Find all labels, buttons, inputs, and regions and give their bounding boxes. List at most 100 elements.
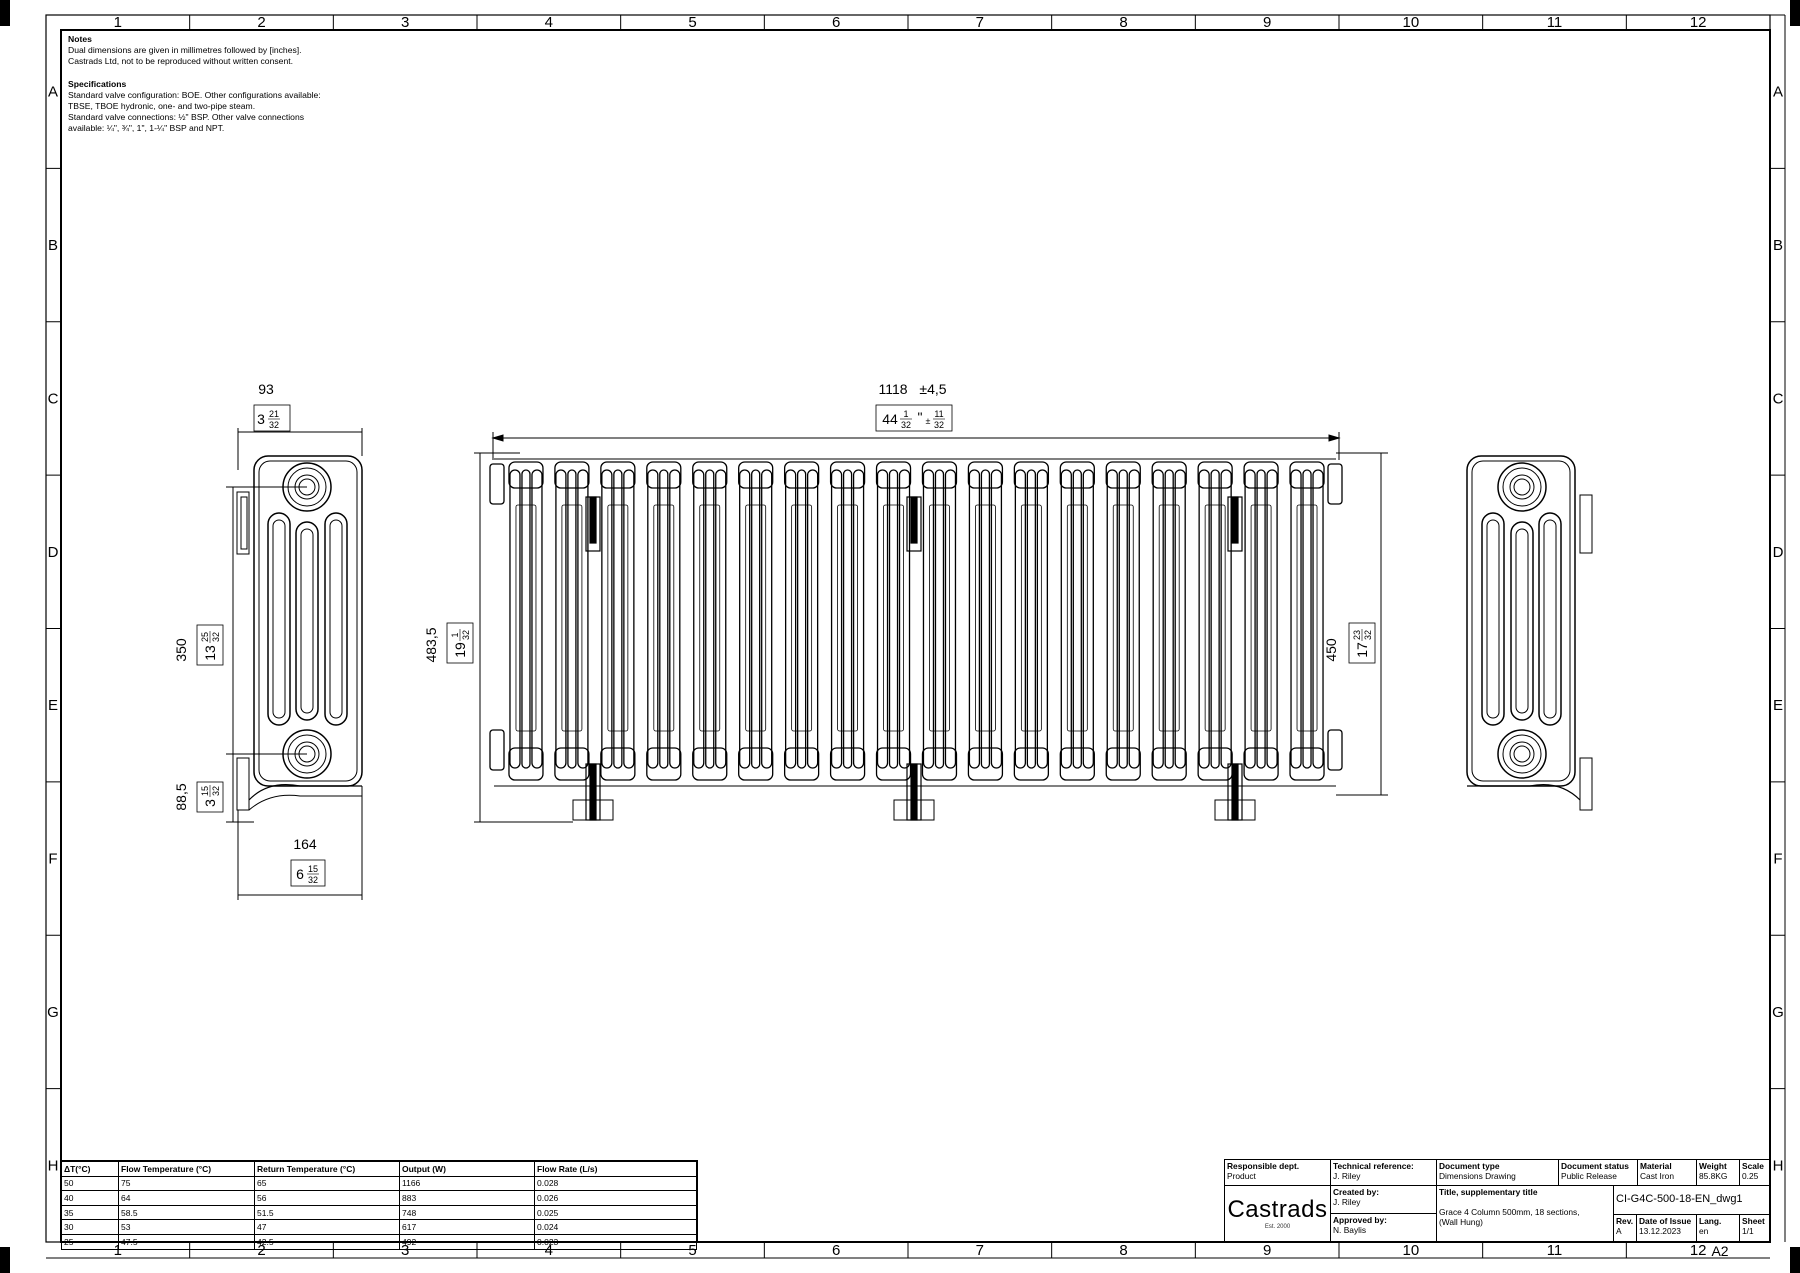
responsible-dept-value: Product — [1227, 1171, 1256, 1181]
grid-row-label-right: F — [1773, 851, 1782, 868]
language-cell: Lang. en — [1696, 1214, 1740, 1242]
table-cell: 42.5 — [254, 1233, 400, 1250]
radiator-section — [921, 461, 958, 781]
col-header: ΔT(°C) — [61, 1161, 119, 1177]
table-cell: 65 — [254, 1175, 400, 1192]
grid-row-label-left: C — [48, 390, 59, 407]
side-view-dimensions — [226, 428, 363, 900]
grid-col-label-top: 7 — [976, 14, 984, 31]
radiator-section — [692, 461, 728, 781]
grid-col-label-top: 1 — [114, 14, 122, 31]
svg-text:23: 23 — [1352, 630, 1362, 640]
svg-text:32: 32 — [1363, 630, 1373, 640]
weight-cell: Weight 85.8KG — [1696, 1159, 1740, 1186]
radiator-section — [646, 461, 682, 781]
table-cell: 53 — [118, 1219, 255, 1235]
grid-col-label-top: 2 — [257, 14, 265, 31]
svg-text:6: 6 — [296, 866, 304, 882]
table-cell: 58.5 — [118, 1204, 255, 1221]
dim-length-mm: 1118 — [878, 381, 907, 397]
table-cell: 47.5 — [118, 1233, 255, 1250]
svg-text:21: 21 — [269, 409, 279, 419]
grid-row-label-left: B — [48, 237, 58, 254]
grid-col-label-top: 9 — [1263, 14, 1271, 31]
col-header: Flow Temperature (°C) — [118, 1161, 255, 1177]
radiator-section — [1059, 461, 1095, 781]
material-cell: Material Cast Iron — [1637, 1159, 1697, 1186]
dim-side-height-inch: 13 25 32 — [196, 624, 224, 666]
table-row: 35 58.5 51.5 748 0.025 — [61, 1204, 697, 1221]
grid-col-label-bottom: 1 — [114, 1242, 122, 1259]
notes-block: Notes Dual dimensions are given in milli… — [68, 34, 358, 135]
paper-size: A2 — [1711, 1243, 1729, 1259]
svg-text:13: 13 — [202, 645, 218, 661]
table-row: 40 64 56 883 0.026 — [61, 1190, 697, 1206]
dim-side-foot-mm: 88,5 — [173, 783, 189, 810]
table-cell: 64 — [118, 1190, 255, 1206]
dim-side-width-inch: 3 21 32 — [253, 404, 291, 432]
document-status-cell: Document status Public Release — [1558, 1159, 1638, 1186]
technical-reference-cell: Technical reference: J. Riley — [1330, 1159, 1437, 1186]
table-cell: 0.025 — [534, 1204, 697, 1221]
grid-col-label-bottom: 7 — [976, 1242, 984, 1259]
document-type-cell: Document type Dimensions Drawing — [1436, 1159, 1559, 1186]
table-cell: 35 — [61, 1204, 119, 1221]
corner-mark-br — [1790, 1247, 1800, 1273]
spec-line: TBSE, TBOE hydronic, one- and two-pipe s… — [68, 101, 256, 112]
svg-text:17: 17 — [1354, 642, 1370, 658]
document-type-value: Dimensions Drawing — [1439, 1171, 1516, 1181]
table-cell: 25 — [61, 1233, 119, 1250]
corner-mark-tr — [1790, 0, 1800, 26]
table-cell: 75 — [118, 1175, 255, 1192]
table-cell: 748 — [399, 1204, 535, 1221]
notes-heading: Notes — [68, 34, 92, 44]
table-cell: 40 — [61, 1190, 119, 1206]
svg-text:19: 19 — [452, 642, 468, 658]
company-est: Est. 2000 — [1264, 1224, 1291, 1230]
svg-text:32: 32 — [901, 420, 911, 430]
performance-table-wrap: ΔT(°C) Flow Temperature (°C) Return Temp… — [61, 1161, 697, 1250]
table-cell: 492 — [399, 1233, 535, 1250]
table-cell: 1166 — [399, 1175, 535, 1192]
grid-col-label-top: 12 — [1690, 14, 1707, 31]
side-view-right — [1466, 455, 1593, 811]
grid-col-label-bottom: 12 — [1690, 1242, 1707, 1259]
svg-text:3: 3 — [257, 411, 265, 427]
table-cell: 47 — [254, 1219, 400, 1235]
rev-value: A — [1616, 1226, 1622, 1236]
table-row: 30 53 47 617 0.024 — [61, 1219, 697, 1235]
table-cell: 50 — [61, 1175, 119, 1192]
grid-row-label-right: B — [1773, 237, 1783, 254]
technical-reference-value: J. Riley — [1333, 1171, 1361, 1181]
sheet-cell: Sheet 1/1 — [1739, 1214, 1770, 1242]
date-of-issue-value: 13.12.2023 — [1639, 1226, 1681, 1236]
svg-text:±: ± — [926, 416, 931, 426]
dim-section-height-inch: 17 23 32 — [1348, 622, 1376, 664]
radiator-section — [1151, 461, 1187, 781]
scale-cell: Scale 0.25 — [1739, 1159, 1770, 1186]
svg-text:44: 44 — [882, 411, 898, 427]
radiator-section — [554, 461, 590, 781]
weight-value: 85.8KG — [1699, 1171, 1728, 1181]
responsible-dept-cell: Responsible dept. Product — [1224, 1159, 1331, 1186]
radiator-section — [508, 461, 544, 781]
svg-text:": " — [918, 409, 923, 425]
grid-col-label-bottom: 10 — [1402, 1242, 1419, 1259]
grid-col-label-bottom: 8 — [1119, 1242, 1127, 1259]
col-header: Output (W) — [399, 1161, 535, 1177]
radiator-section — [967, 461, 1004, 781]
table-cell: 617 — [399, 1219, 535, 1235]
col-header: Return Temperature (°C) — [254, 1161, 400, 1177]
dim-total-height-mm: 483,5 — [423, 627, 439, 662]
created-by-value: J. Riley — [1333, 1197, 1361, 1207]
svg-text:3: 3 — [202, 799, 218, 807]
svg-text:1: 1 — [903, 409, 908, 419]
table-cell: 0.023 — [534, 1233, 697, 1250]
scale-value: 0.25 — [1742, 1171, 1759, 1181]
grid-row-label-right: G — [1772, 1004, 1784, 1021]
rev-cell: Rev. A — [1613, 1214, 1637, 1242]
corner-mark-bl — [0, 1247, 10, 1273]
radiator-section — [1289, 461, 1325, 781]
